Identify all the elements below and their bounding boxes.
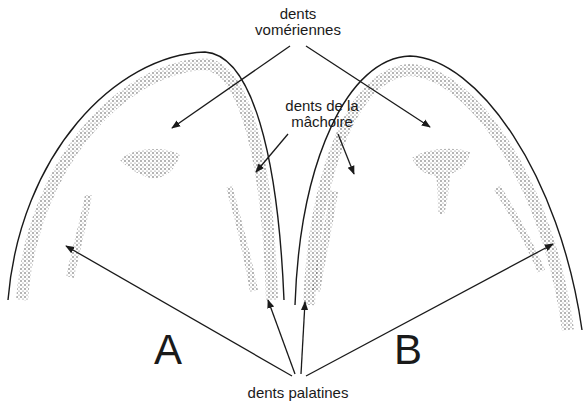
callout-label: dents de la mâchoire (277, 98, 367, 130)
callout-label: dents vomériennes (243, 6, 353, 38)
figure-letter: A (154, 328, 182, 372)
figure-letter: B (394, 328, 422, 372)
callout-label: dents palatines (248, 385, 349, 401)
